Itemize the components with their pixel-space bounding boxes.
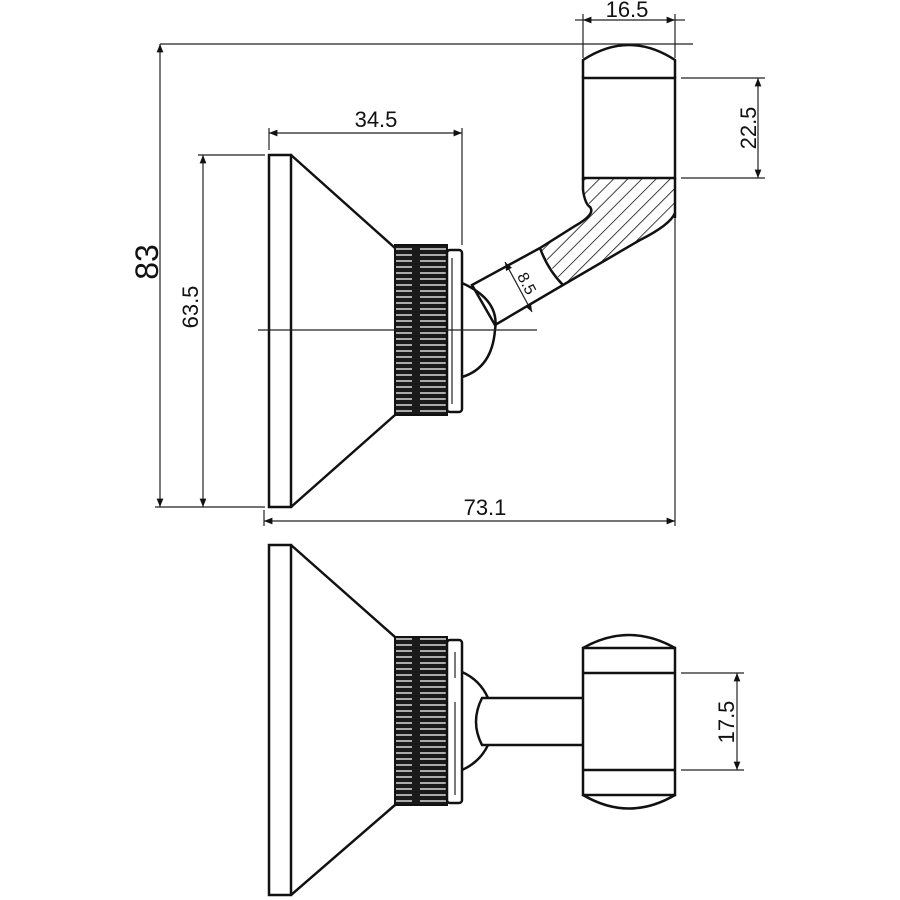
hook-head (581, 646, 677, 797)
arm (470, 178, 677, 327)
dim-arm-diameter: 8.5 (513, 270, 538, 298)
dim-head-height: 22.5 (736, 107, 761, 150)
knurled-ring (394, 636, 448, 806)
base-cone (290, 154, 396, 508)
dimension-lines: 83 63.5 34.5 16.5 22.5 8.5 73.1 (129, 0, 765, 526)
side-view (258, 43, 677, 509)
hook-head (581, 76, 677, 180)
arm-hatched-section (540, 178, 675, 285)
dim-overall-depth: 73.1 (464, 495, 507, 520)
ball-joint (461, 670, 490, 772)
front-view (267, 543, 677, 897)
flange (445, 248, 464, 414)
dim-head-height-front: 17.5 (714, 701, 739, 744)
dim-overall-height: 83 (129, 244, 165, 280)
hook-cap (581, 43, 677, 78)
dim-base-depth: 34.5 (355, 107, 398, 132)
base-cone (290, 544, 396, 896)
wall-plate (267, 153, 293, 509)
dim-head-width: 16.5 (606, 0, 649, 22)
arm (474, 696, 583, 747)
flange (445, 638, 464, 805)
dim-plate-height: 63.5 (178, 286, 203, 329)
wall-plate (267, 543, 293, 897)
front-dimension-lines: 17.5 (681, 672, 744, 771)
